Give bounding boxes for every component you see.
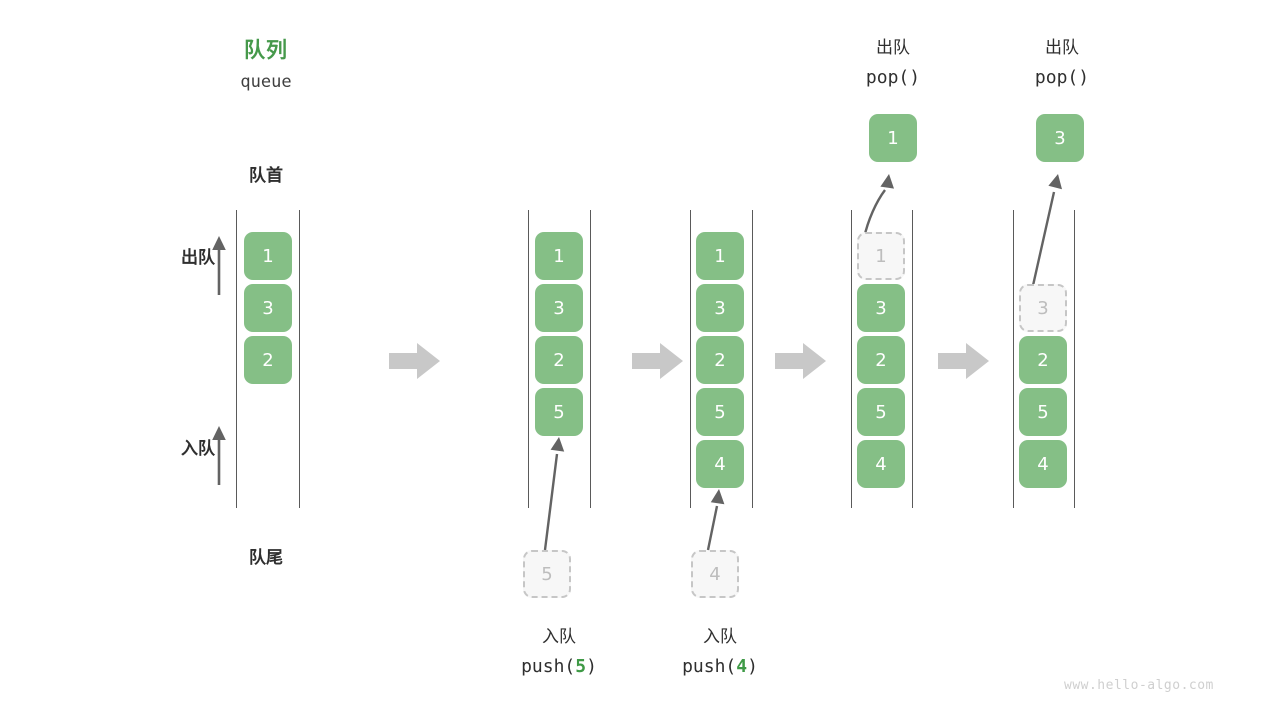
queue-cell: 3 <box>535 284 583 332</box>
page-subtitle: queue <box>240 72 292 92</box>
queue-rear-label: 队尾 <box>249 548 283 568</box>
queue-cell: 2 <box>535 336 583 384</box>
operation-label-cn: 入队 <box>703 627 737 647</box>
dequeue-direction-label: 出队 <box>181 248 215 268</box>
push-arrow-icon <box>540 432 580 552</box>
queue-rail-left <box>1013 210 1014 508</box>
queue-cell: 5 <box>1019 388 1067 436</box>
operation-code-suffix: ) <box>586 656 597 677</box>
push-arrow-icon <box>703 484 743 552</box>
flow-arrow-icon <box>389 341 441 381</box>
queue-front-label: 队首 <box>249 166 283 186</box>
operation-label-code: pop() <box>1034 67 1090 88</box>
queue-cell-new: 4 <box>696 440 744 488</box>
queue-rail-right <box>1074 210 1075 508</box>
queue-cell: 1 <box>696 232 744 280</box>
operation-label-code: push(4) <box>640 656 800 677</box>
operation-code-prefix: push( <box>682 656 737 677</box>
operation-label-cn: 出队 <box>876 38 910 58</box>
popped-element-cell: 3 <box>1036 114 1084 162</box>
page-title: 队列 <box>244 38 288 62</box>
operation-code-arg: 4 <box>736 656 748 677</box>
queue-cell: 5 <box>696 388 744 436</box>
queue-rail-right <box>590 210 591 508</box>
queue-rail-right <box>299 210 300 508</box>
queue-cell: 1 <box>535 232 583 280</box>
queue-cell-new: 5 <box>535 388 583 436</box>
operation-label-code: pop() <box>865 67 921 88</box>
queue-rail-left <box>236 210 237 508</box>
enqueue-direction-arrow-icon <box>206 424 232 486</box>
popped-element-cell: 1 <box>869 114 917 162</box>
queue-cell: 1 <box>244 232 292 280</box>
operation-code-prefix: push( <box>521 656 576 677</box>
flow-arrow-icon <box>632 341 684 381</box>
operation-label-cn: 入队 <box>542 627 576 647</box>
queue-cell-removed: 3 <box>1019 284 1067 332</box>
queue-cell: 4 <box>857 440 905 488</box>
incoming-element-ghost: 4 <box>691 550 739 598</box>
flow-arrow-icon <box>775 341 827 381</box>
queue-cell: 4 <box>1019 440 1067 488</box>
flow-arrow-icon <box>938 341 990 381</box>
queue-rail-left <box>528 210 529 508</box>
pop-arrow-icon <box>1024 170 1070 292</box>
queue-rail-right <box>912 210 913 508</box>
incoming-element-ghost: 5 <box>523 550 571 598</box>
operation-code-suffix: ) <box>747 656 758 677</box>
queue-cell: 2 <box>857 336 905 384</box>
queue-cell: 2 <box>696 336 744 384</box>
queue-cell: 2 <box>244 336 292 384</box>
queue-cell-removed: 1 <box>857 232 905 280</box>
queue-cell: 3 <box>696 284 744 332</box>
site-watermark: www.hello-algo.com <box>1064 678 1214 693</box>
operation-label-code: push(5) <box>479 656 639 677</box>
dequeue-direction-arrow-icon <box>206 234 232 296</box>
pop-arrow-icon <box>858 170 900 240</box>
queue-cell: 5 <box>857 388 905 436</box>
queue-rail-right <box>752 210 753 508</box>
queue-rail-left <box>690 210 691 508</box>
queue-cell: 2 <box>1019 336 1067 384</box>
operation-label-cn: 出队 <box>1045 38 1079 58</box>
queue-cell: 3 <box>244 284 292 332</box>
queue-cell: 3 <box>857 284 905 332</box>
operation-code-arg: 5 <box>575 656 587 677</box>
enqueue-direction-label: 入队 <box>181 439 215 459</box>
queue-rail-left <box>851 210 852 508</box>
